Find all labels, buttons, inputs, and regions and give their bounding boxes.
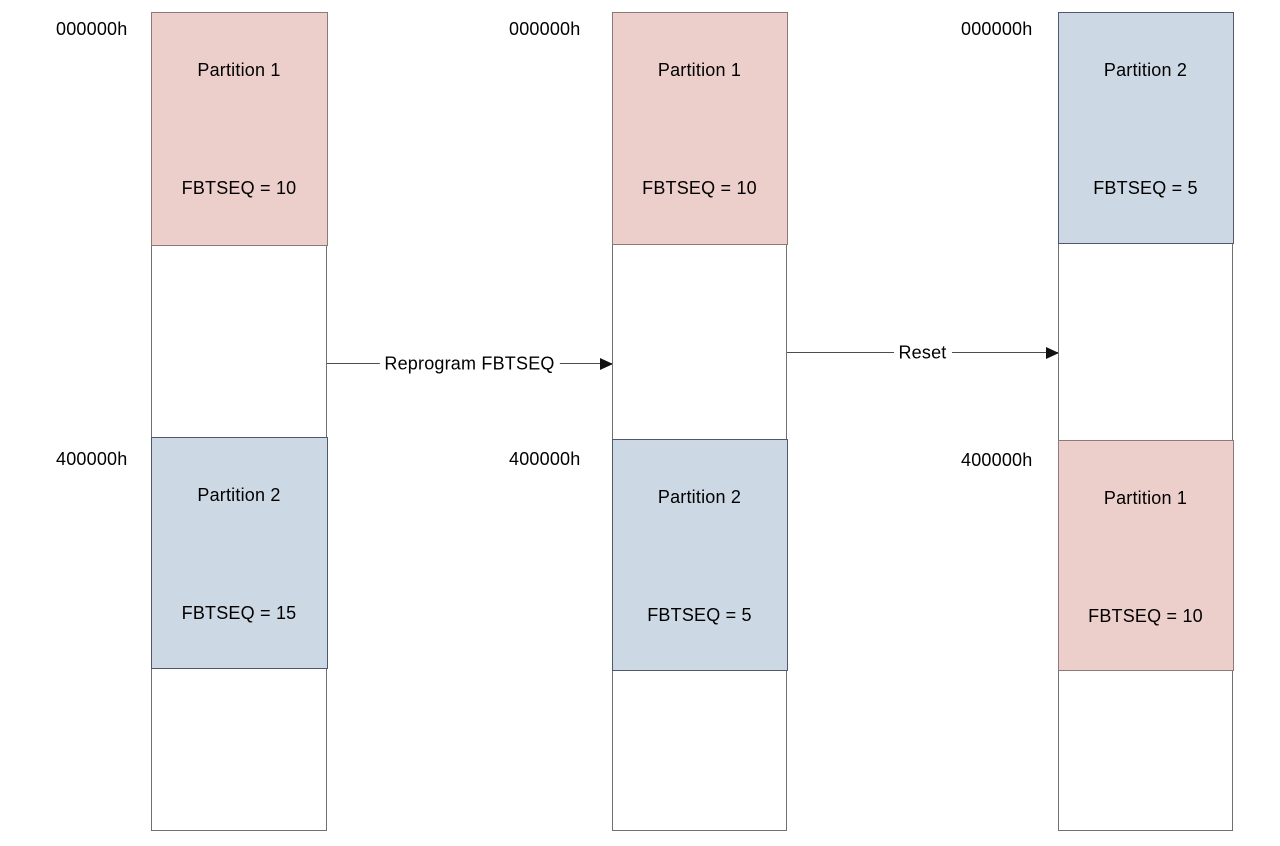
arrowhead-right-icon	[1046, 346, 1059, 359]
memory-column-initial: Partition 1 FBTSEQ = 10 Partition 2 FBTS…	[150, 11, 328, 831]
arrow-label: Reprogram FBTSEQ	[379, 353, 560, 375]
partition-title: Partition 2	[1103, 59, 1188, 80]
arrowhead-right-icon	[600, 357, 613, 370]
reprogram-arrow: Reprogram FBTSEQ	[327, 349, 613, 379]
fbtseq-value: FBTSEQ = 5	[1093, 177, 1198, 198]
partition-title: Partition 1	[1103, 488, 1188, 508]
address-label-top-2: 000000h	[509, 19, 581, 39]
partition-title: Partition 2	[197, 485, 281, 505]
memory-column-after-reset: Partition 2 FBTSEQ = 5 Partition 1 FBTSE…	[1057, 11, 1234, 831]
fbtseq-value: FBTSEQ = 10	[642, 177, 757, 198]
address-label-mid-2: 400000h	[509, 449, 581, 469]
arrow-label: Reset	[893, 342, 952, 364]
partition-title: Partition 1	[657, 59, 742, 80]
partition-title: Partition 1	[197, 59, 281, 80]
partition-segment: Partition 2 FBTSEQ = 5	[1057, 11, 1234, 244]
address-label-top-3: 000000h	[961, 19, 1033, 39]
address-label-mid-1: 400000h	[56, 449, 128, 469]
address-label-top-1: 000000h	[56, 19, 128, 39]
address-label-mid-3: 400000h	[961, 450, 1033, 470]
partition-segment: Partition 2 FBTSEQ = 15	[150, 437, 328, 669]
memory-column-after-reprogram: Partition 1 FBTSEQ = 10 Partition 2 FBTS…	[611, 11, 788, 831]
partition-segment: Partition 1 FBTSEQ = 10	[611, 11, 788, 245]
fbtseq-value: FBTSEQ = 5	[647, 605, 752, 625]
partition-segment: Partition 1 FBTSEQ = 10	[150, 11, 328, 246]
fbtseq-value: FBTSEQ = 10	[181, 177, 297, 198]
reset-arrow: Reset	[787, 338, 1059, 368]
partition-segment: Partition 1 FBTSEQ = 10	[1057, 440, 1234, 671]
partition-segment: Partition 2 FBTSEQ = 5	[611, 439, 788, 671]
fbtseq-value: FBTSEQ = 15	[181, 603, 297, 623]
partition-title: Partition 2	[657, 487, 742, 507]
fbtseq-value: FBTSEQ = 10	[1088, 606, 1203, 626]
